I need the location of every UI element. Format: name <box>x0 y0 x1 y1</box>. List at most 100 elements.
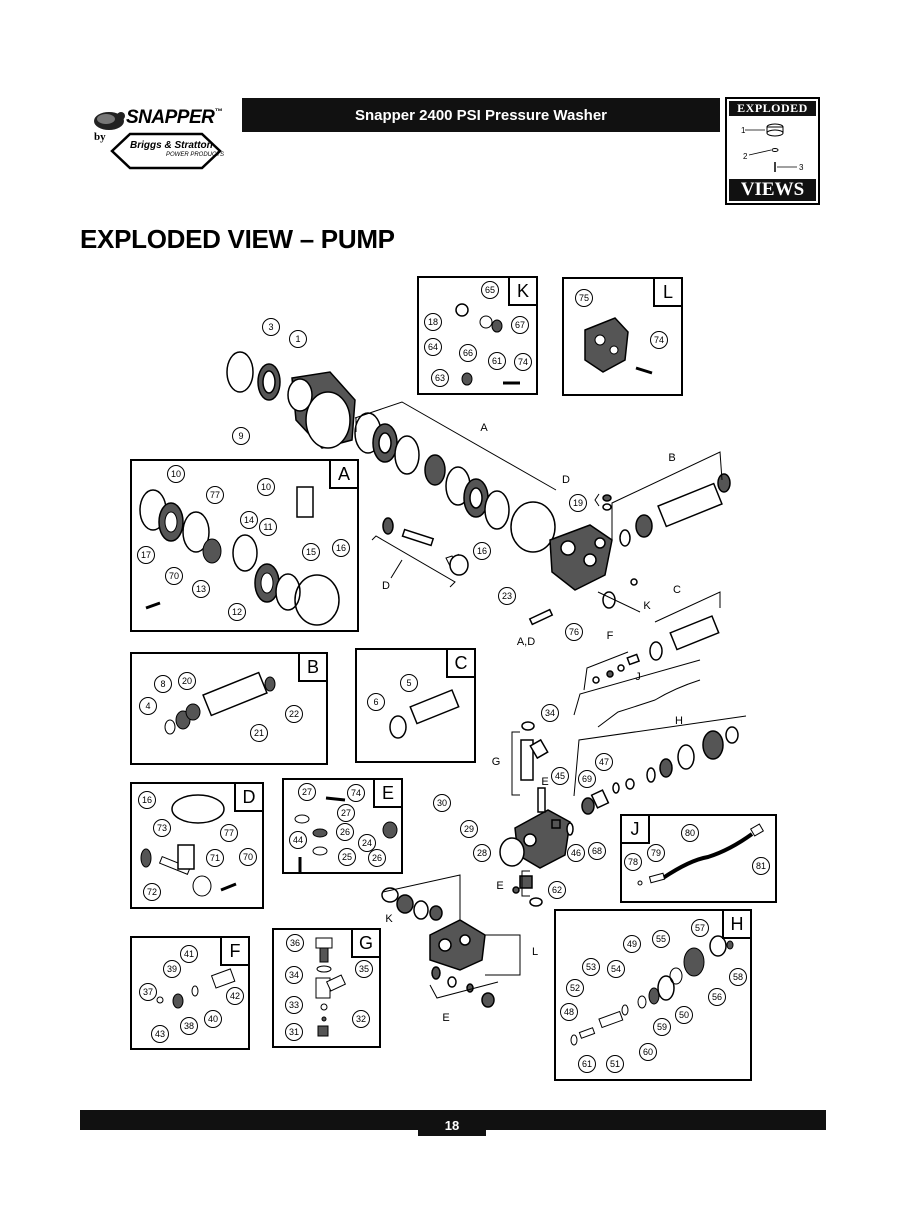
callout-e-6: 25 <box>342 852 352 862</box>
page-title: EXPLODED VIEW – PUMP <box>80 224 395 254</box>
callout-e-0-circle <box>298 783 316 801</box>
group-label-e-main: E <box>496 880 503 892</box>
callout-f-2-circle <box>139 983 157 1001</box>
unloader-h-parts <box>612 726 739 794</box>
callout-d-3-circle <box>206 849 224 867</box>
callout-a-4: 11 <box>263 522 272 532</box>
callout-d-1-circle <box>153 819 171 837</box>
piston-parts <box>382 517 469 576</box>
callout-e-2-circle <box>337 804 355 822</box>
callout-e-4: 26 <box>340 827 350 837</box>
callout-h-3: 53 <box>586 962 596 972</box>
callout-b-4-circle <box>250 724 268 742</box>
callout-e-3-circle <box>289 831 307 849</box>
callout-a-5: 17 <box>141 550 151 560</box>
callout-main-8-circle <box>433 794 451 812</box>
callout-main-2: 9 <box>238 431 243 441</box>
callout-k-0-circle <box>481 281 499 299</box>
partner-name: Briggs & Stratton <box>130 140 213 151</box>
callout-g-1: 35 <box>359 964 369 974</box>
callout-h-8: 48 <box>564 1007 574 1017</box>
callout-a-5-circle <box>137 546 155 564</box>
callout-j-3: 81 <box>756 861 766 871</box>
trademark-symbol: ™ <box>214 107 222 116</box>
callout-e-1: 74 <box>351 788 361 798</box>
callout-main-1-circle <box>289 330 307 348</box>
callout-main-16-circle <box>548 881 566 899</box>
group-label-e-lower: E <box>442 1012 449 1024</box>
callout-k-4-circle <box>459 344 477 362</box>
brand-name: SNAPPER <box>126 107 215 128</box>
callout-a-0-circle <box>167 465 185 483</box>
callout-h-2-circle <box>652 930 670 948</box>
group-label-k-lower: K <box>385 913 393 925</box>
callout-main-4: 16 <box>477 546 487 556</box>
callout-f-4-circle <box>226 987 244 1005</box>
callout-f-6: 43 <box>155 1029 165 1039</box>
callout-a-9-circle <box>165 567 183 585</box>
callout-h-3-circle <box>582 958 600 976</box>
callout-h-11-circle <box>639 1043 657 1061</box>
briggs-diamond-icon <box>110 132 222 170</box>
callout-h-0-circle <box>691 919 709 937</box>
callout-f-1-circle <box>163 960 181 978</box>
callout-main-9-circle <box>460 820 478 838</box>
callout-j-2: 79 <box>651 848 661 858</box>
callout-main-12-circle <box>578 770 596 788</box>
callout-j-1: 78 <box>628 857 638 867</box>
callout-d-2: 77 <box>224 828 234 838</box>
group-label-j-main: J <box>635 671 641 683</box>
callout-e-7: 26 <box>372 853 382 863</box>
callout-a-7-circle <box>302 543 320 561</box>
callout-h-1-circle <box>623 935 641 953</box>
callout-k-2-circle <box>511 316 529 334</box>
callout-g-2: 34 <box>289 970 299 980</box>
callout-a-0: 10 <box>171 469 181 479</box>
callout-g-0-circle <box>286 934 304 952</box>
callout-h-6: 52 <box>570 983 580 993</box>
callout-d-4-circle <box>239 848 257 866</box>
callout-k-3: 64 <box>428 342 438 352</box>
badge-top-text: EXPLODED <box>729 101 816 116</box>
callout-h-4-circle <box>607 960 625 978</box>
callout-a-8: 16 <box>336 543 346 553</box>
callout-g-3-circle <box>285 996 303 1014</box>
callout-b-2-circle <box>139 697 157 715</box>
callout-f-5-circle <box>180 1017 198 1035</box>
callout-a-10: 12 <box>232 607 242 617</box>
box-tag-f: F <box>220 938 248 966</box>
callout-main-11-circle <box>551 767 569 785</box>
callout-main-13: 47 <box>599 757 609 767</box>
box-tag-c: C <box>446 650 474 678</box>
callout-e-7-circle <box>368 849 386 867</box>
callout-h-6-circle <box>566 979 584 997</box>
callout-a-4-circle <box>259 518 277 536</box>
callout-b-1-circle <box>178 672 196 690</box>
callout-j-1-circle <box>624 853 642 871</box>
group-label-h-main: H <box>675 715 683 727</box>
callout-k-2: 67 <box>515 320 525 330</box>
callout-k-6-circle <box>514 353 532 371</box>
callout-main-3: 19 <box>573 498 583 508</box>
callout-h-12: 61 <box>582 1059 592 1069</box>
callout-e-5: 24 <box>362 838 372 848</box>
callout-b-3-circle <box>285 705 303 723</box>
callout-main-16: 62 <box>552 885 562 895</box>
callout-a-8-circle <box>332 539 350 557</box>
callout-main-5: 23 <box>502 591 512 601</box>
callout-b-4: 21 <box>254 728 264 738</box>
box-tag-h: H <box>722 911 750 939</box>
callout-h-12-circle <box>578 1055 596 1073</box>
callout-k-1-circle <box>424 313 442 331</box>
callout-main-11: 45 <box>555 771 565 781</box>
callout-l-0: 75 <box>579 293 589 303</box>
callout-d-5-circle <box>143 883 161 901</box>
group-label-d-main: D <box>382 580 390 592</box>
callout-g-4-circle <box>352 1010 370 1028</box>
box-tag-e: E <box>373 780 401 808</box>
callout-k-4: 66 <box>463 348 473 358</box>
callout-c-0-circle <box>400 674 418 692</box>
group-label-e-top: E <box>541 776 548 788</box>
